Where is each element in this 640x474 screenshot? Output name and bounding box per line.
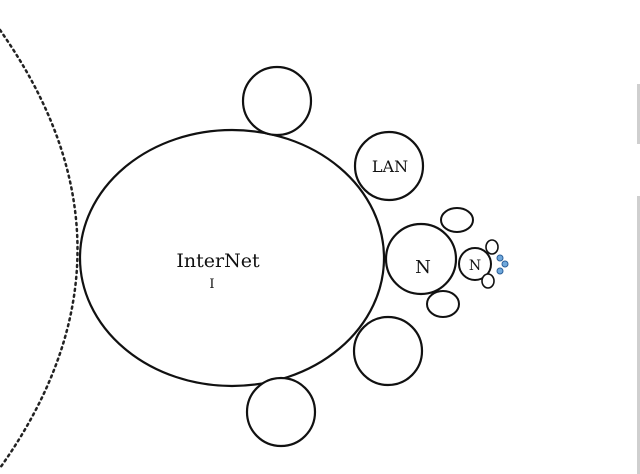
- subnode-satellite-top: [485, 239, 499, 255]
- subnode-satellite-bottom: [481, 273, 495, 289]
- subnode-label: N: [469, 258, 481, 274]
- satellite-circle-bottom: [245, 376, 317, 448]
- lan-circle: [353, 130, 425, 202]
- node-label: N: [415, 257, 431, 278]
- right-edge-mark-top: [637, 84, 640, 144]
- right-edge-mark-bottom: [637, 196, 640, 474]
- internet-circle: [78, 128, 386, 388]
- outer-boundary-arc: [0, 28, 79, 470]
- leaf-node-1: [496, 254, 504, 262]
- leaf-node-3: [496, 267, 504, 275]
- node-circle: [384, 222, 458, 296]
- node-satellite-top: [440, 207, 474, 233]
- internet-label: InterNet: [176, 250, 260, 272]
- leaf-node-2: [501, 260, 509, 268]
- subnode-circle: [458, 247, 492, 281]
- node-satellite-bottom: [426, 290, 460, 318]
- internet-sublabel: I: [209, 277, 214, 292]
- satellite-circle-top: [241, 65, 313, 137]
- lan-label: LAN: [372, 157, 408, 176]
- satellite-circle-lower-right: [352, 315, 424, 387]
